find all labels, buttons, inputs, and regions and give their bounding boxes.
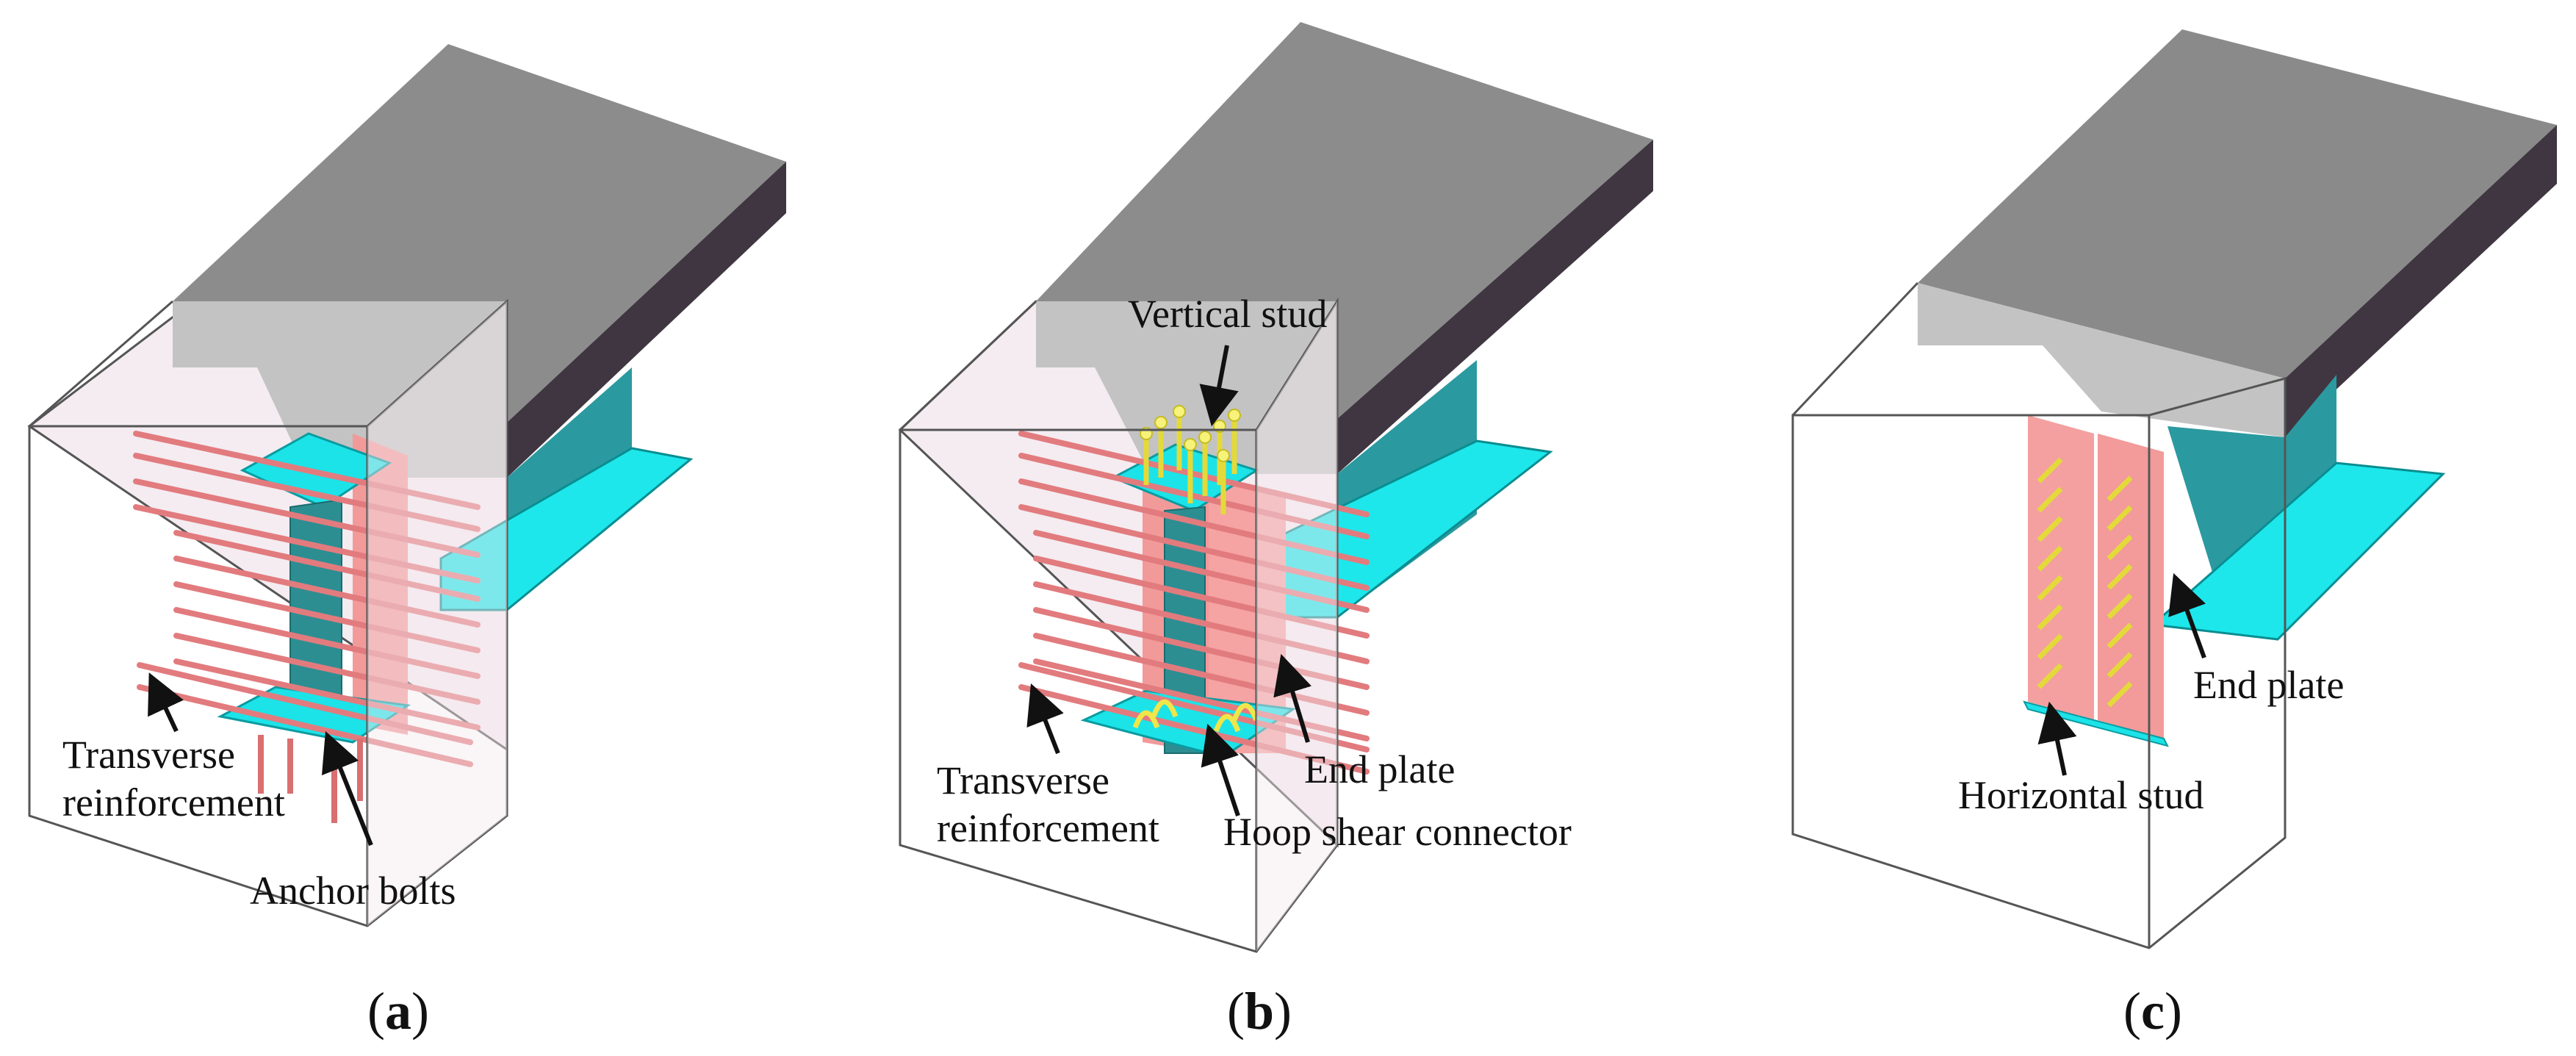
svg-text:End plate: End plate (1304, 747, 1455, 791)
svg-text:Transverse: Transverse (937, 758, 1109, 802)
label-anchor-bolts: Anchor bolts (250, 730, 456, 913)
svg-text:Horizontal stud: Horizontal stud (1958, 773, 2203, 817)
slab-top-face (1918, 29, 2557, 378)
label-vertical-stud: Vertical stud (1128, 292, 1327, 427)
transverse-rebars (133, 431, 481, 767)
panel-b: Vertical stud Transverse reinforcement E… (898, 22, 1653, 1041)
label-end-plate-b: End plate (1273, 653, 1455, 791)
column-box-outline (1791, 281, 2287, 949)
panel-a: Transverse reinforcement Anchor bolts (a… (27, 44, 786, 1041)
label-hoop: Hoop shear connector (1201, 723, 1572, 854)
slab-front-face (1036, 301, 1337, 474)
svg-text:reinforcement: reinforcement (62, 780, 285, 825)
slab-front-face (173, 301, 507, 478)
horizontal-studs (2037, 457, 2133, 708)
panel-c: End plate Horizontal stud (c) (1791, 29, 2557, 1041)
caption-c: (c) (2123, 982, 2182, 1041)
slab-side-face (1337, 140, 1653, 474)
transverse-rebars (1018, 431, 1370, 775)
svg-text:Hoop shear connector: Hoop shear connector (1223, 810, 1572, 854)
svg-text:Anchor bolts: Anchor bolts (250, 869, 456, 913)
svg-text:End plate: End plate (2193, 663, 2344, 707)
label-transverse-a: Transverse reinforcement (62, 672, 285, 825)
slab-front-face (1918, 283, 2285, 437)
beam-bottom-flange (439, 447, 694, 611)
column-box-front (1256, 301, 1337, 952)
label-horizontal-stud: Horizontal stud (1958, 701, 2203, 817)
beam-web (2167, 375, 2336, 617)
end-plate-left (2028, 415, 2094, 720)
column-box-front (367, 301, 507, 926)
slab-side-face (507, 162, 786, 478)
beam-bottom-flange (2150, 461, 2446, 641)
svg-text:reinforcement: reinforcement (937, 806, 1159, 850)
end-plate-right (2098, 434, 2164, 739)
caption-b: (b) (1227, 982, 1292, 1041)
end-plate-right (1209, 478, 1286, 753)
svg-text:Transverse: Transverse (62, 733, 235, 777)
caption-a: (a) (367, 982, 429, 1041)
svg-text:Vertical stud: Vertical stud (1128, 292, 1327, 336)
label-transverse-b: Transverse reinforcement (937, 683, 1159, 850)
label-end-plate-c: End plate (2168, 572, 2344, 707)
slab-side-face (2285, 125, 2557, 437)
